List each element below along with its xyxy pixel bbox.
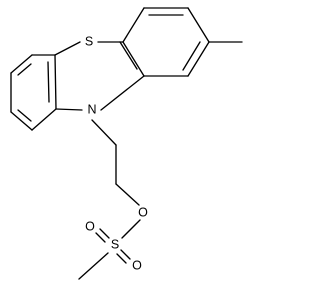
bond-s-o-bottom-a <box>120 249 131 260</box>
bond-s-methyl <box>78 252 109 280</box>
bond-ring-c4-c5 <box>187 41 210 77</box>
bond-ch2-o <box>115 183 140 206</box>
bond-ring-c6-c1 <box>122 41 145 77</box>
bond-s-left-ring <box>54 41 81 56</box>
bond-ring-c1-c2 <box>122 7 145 43</box>
bond-lines <box>10 7 243 280</box>
atom-sulfur-sulfonyl: S <box>111 237 119 251</box>
bond-n-left-ring <box>55 108 83 111</box>
bond-ring-c4-c5-double <box>182 41 201 71</box>
atom-nitrogen: N <box>87 102 96 116</box>
atom-oxygen-ester: O <box>138 205 148 219</box>
bond-left-c1-c2 <box>31 108 57 131</box>
atom-oxygen-sulfonyl-bottom: O <box>132 258 142 272</box>
bond-s-o-left-a <box>99 228 110 239</box>
phenothiazine-methanesulfonate-structure: S N O S O O <box>10 7 243 280</box>
bond-left-c2-c3 <box>10 111 33 131</box>
bond-ring-c3-c4 <box>187 7 210 43</box>
bond-left-c6-c1 <box>54 54 57 110</box>
bond-ring-c6-c1-double <box>119 41 138 70</box>
bond-n-ch2 <box>91 119 117 146</box>
atom-oxygen-sulfonyl-left: O <box>85 219 95 233</box>
bond-left-c4-c5 <box>10 54 33 74</box>
bond-left-c4-c5-double <box>17 63 32 76</box>
atom-labels: S N O S O O <box>85 34 148 272</box>
bond-left-c6-c1-double <box>47 61 50 103</box>
atom-sulfur-ring: S <box>85 34 93 48</box>
bond-s-o-bottom-b <box>116 253 127 264</box>
chemical-structure-diagram: S N O S O O <box>10 7 243 280</box>
bond-left-c2-c3-double <box>17 109 32 122</box>
bond-s-o-left-b <box>95 232 106 243</box>
bond-n-right-ring <box>100 75 145 111</box>
bond-o-s <box>121 219 141 239</box>
